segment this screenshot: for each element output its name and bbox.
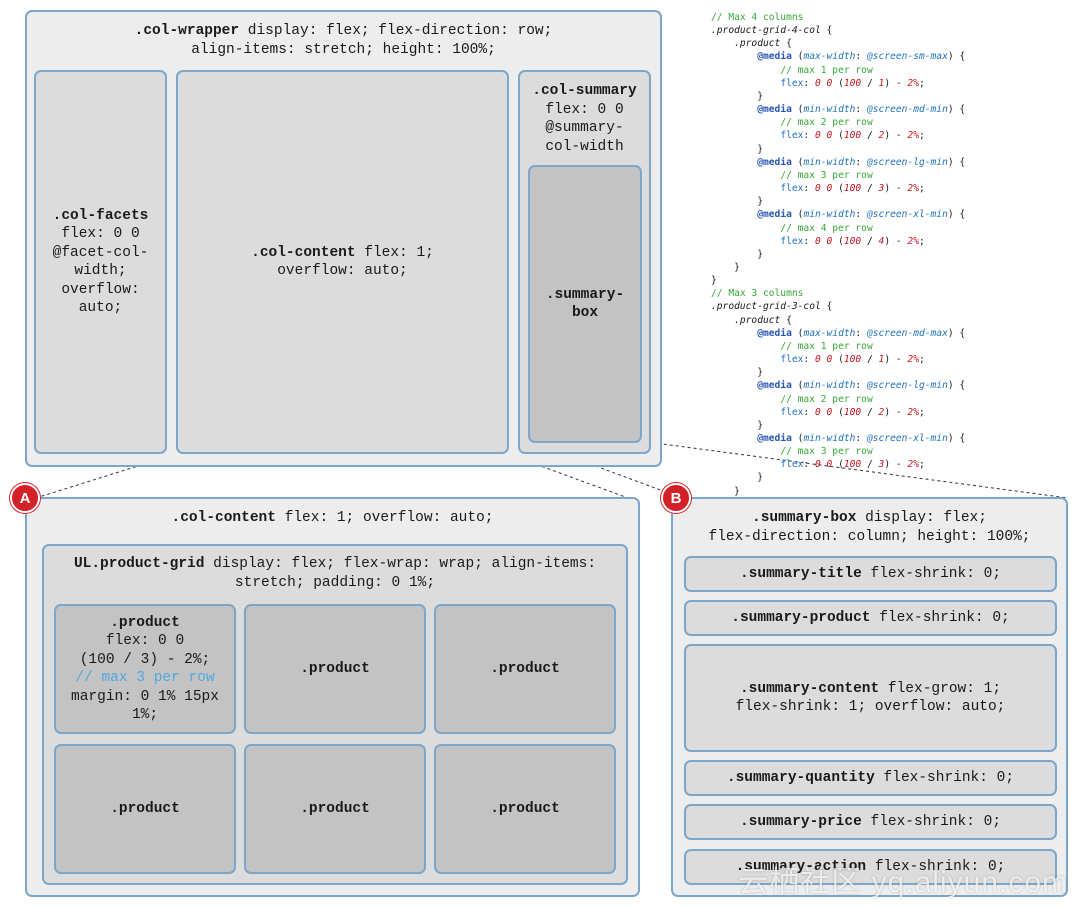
col-facets-rule: @facet-col- (52, 244, 149, 261)
product-comment: // max 3 per row (75, 670, 215, 686)
product-cell: .product (54, 744, 236, 874)
product-rule: 1%; (131, 707, 159, 723)
col-content-rules: flex: 1; (355, 244, 434, 261)
code-selector: .product (734, 38, 781, 50)
panel-a-title-rules: flex: 1; overflow: auto; (275, 510, 494, 526)
col-facets-rule: flex: 0 0 (61, 226, 140, 242)
col-facets-selector: .col-facets (52, 207, 149, 224)
col-facets-rule: width; (74, 263, 127, 279)
summary-content-rules-1: flex-grow: 1; (879, 680, 1002, 697)
code-selector: .product-grid-4-col (711, 25, 821, 37)
product-label: .product (490, 800, 560, 817)
product-cell: .product (244, 744, 426, 874)
marker-b-badge: B (661, 483, 691, 513)
code-comment: // Max 4 columns (711, 12, 804, 23)
summary-title-box: .summary-title flex-shrink: 0; (684, 556, 1057, 592)
summary-price-rules: flex-shrink: 0; (861, 813, 1002, 830)
summary-content-box: .summary-content flex-grow: 1; flex-shri… (684, 644, 1057, 752)
summary-quantity-selector: .summary-quantity (726, 769, 875, 786)
code-comment: // Max 3 columns (711, 288, 804, 300)
less-code-listing: // Max 4 columns .product-grid-4-col { .… (711, 12, 966, 510)
summary-title-selector: .summary-title (739, 565, 862, 582)
summary-action-rules: flex-shrink: 0; (866, 858, 1006, 875)
summary-price-selector: .summary-price (739, 813, 862, 830)
product-grid-label: UL.product-grid display: flex; flex-wrap… (44, 555, 626, 592)
summary-quantity-box: .summary-quantity flex-shrink: 0; (684, 760, 1057, 796)
code-selector: .product-grid-3-col (711, 301, 821, 313)
col-content-rules-2: overflow: auto; (277, 263, 408, 279)
summary-product-selector: .summary-product (731, 609, 871, 626)
col-content-selector: .col-content (251, 244, 356, 261)
col-summary-rule: col-width (545, 138, 624, 155)
col-summary-label: .col-summary flex: 0 0 @summary- col-wid… (520, 82, 649, 156)
panel-b-title-rules-2: flex-direction: column; height: 100%; (708, 528, 1031, 545)
watermark-text: 云栖社区 yq.aliyun.com (738, 866, 1068, 899)
product-cell-first: .product flex: 0 0 (100 / 3) - 2%; // ma… (54, 604, 236, 734)
product-label: .product (300, 660, 370, 677)
summary-action-box: .summary-action flex-shrink: 0; (684, 849, 1057, 885)
product-selector: .product (110, 614, 180, 631)
panel-b-title-selector: .summary-box (752, 510, 857, 526)
summary-quantity-rules: flex-shrink: 0; (874, 769, 1015, 786)
summary-action-selector: .summary-action (735, 858, 867, 875)
marker-a-badge: A (10, 483, 40, 513)
col-facets-rule: auto; (78, 300, 123, 316)
product-label: .product (110, 800, 180, 817)
col-wrapper-selector: .col-wrapper (134, 23, 240, 39)
col-wrapper-rules-2: align-items: stretch; height: 100%; (191, 41, 496, 58)
product-rule: flex: 0 0 (105, 633, 185, 649)
summary-content-rules-2: flex-shrink: 1; overflow: auto; (735, 699, 1006, 715)
col-facets-box: .col-facets flex: 0 0 @facet-col- width;… (34, 70, 167, 454)
panel-a-title: .col-content flex: 1; overflow: auto; (27, 509, 638, 528)
summary-box-inner: .summary- box (528, 165, 642, 443)
summary-title-rules: flex-shrink: 0; (861, 565, 1002, 582)
product-label: .product (490, 660, 560, 677)
summary-price-box: .summary-price flex-shrink: 0; (684, 804, 1057, 840)
panel-b-title: .summary-box display: flex; flex-directi… (673, 509, 1066, 546)
col-wrapper-label: .col-wrapper display: flex; flex-directi… (27, 22, 660, 59)
col-summary-rule: @summary- (545, 120, 624, 136)
product-cell: .product (434, 744, 616, 874)
col-facets-rule: overflow: (61, 281, 140, 298)
col-content-box: .col-content flex: 1; overflow: auto; (176, 70, 509, 454)
product-label: .product (300, 800, 370, 817)
col-summary-selector: .col-summary (532, 83, 637, 99)
product-grid-selector: UL.product-grid (73, 556, 205, 572)
product-cell: .product (244, 604, 426, 734)
panel-a-title-selector: .col-content (171, 510, 276, 526)
product-cell: .product (434, 604, 616, 734)
summary-box-label-2: box (571, 305, 599, 321)
summary-product-box: .summary-product flex-shrink: 0; (684, 600, 1057, 636)
product-rule: margin: 0 1% 15px (71, 688, 219, 705)
product-grid-rules-2: stretch; padding: 0 1%; (234, 574, 436, 591)
summary-box-label-1: .summary- (545, 286, 625, 303)
summary-content-selector: .summary-content (739, 680, 880, 697)
product-grid-rules-1: display: flex; flex-wrap: wrap; align-it… (204, 556, 597, 572)
col-summary-rule: flex: 0 0 (545, 101, 624, 118)
panel-b-title-rules-1: display: flex; (856, 510, 987, 526)
summary-product-rules: flex-shrink: 0; (870, 609, 1010, 626)
product-rule: (100 / 3) - 2%; (79, 651, 211, 668)
col-wrapper-rules-1: display: flex; flex-direction: row; (239, 23, 553, 39)
